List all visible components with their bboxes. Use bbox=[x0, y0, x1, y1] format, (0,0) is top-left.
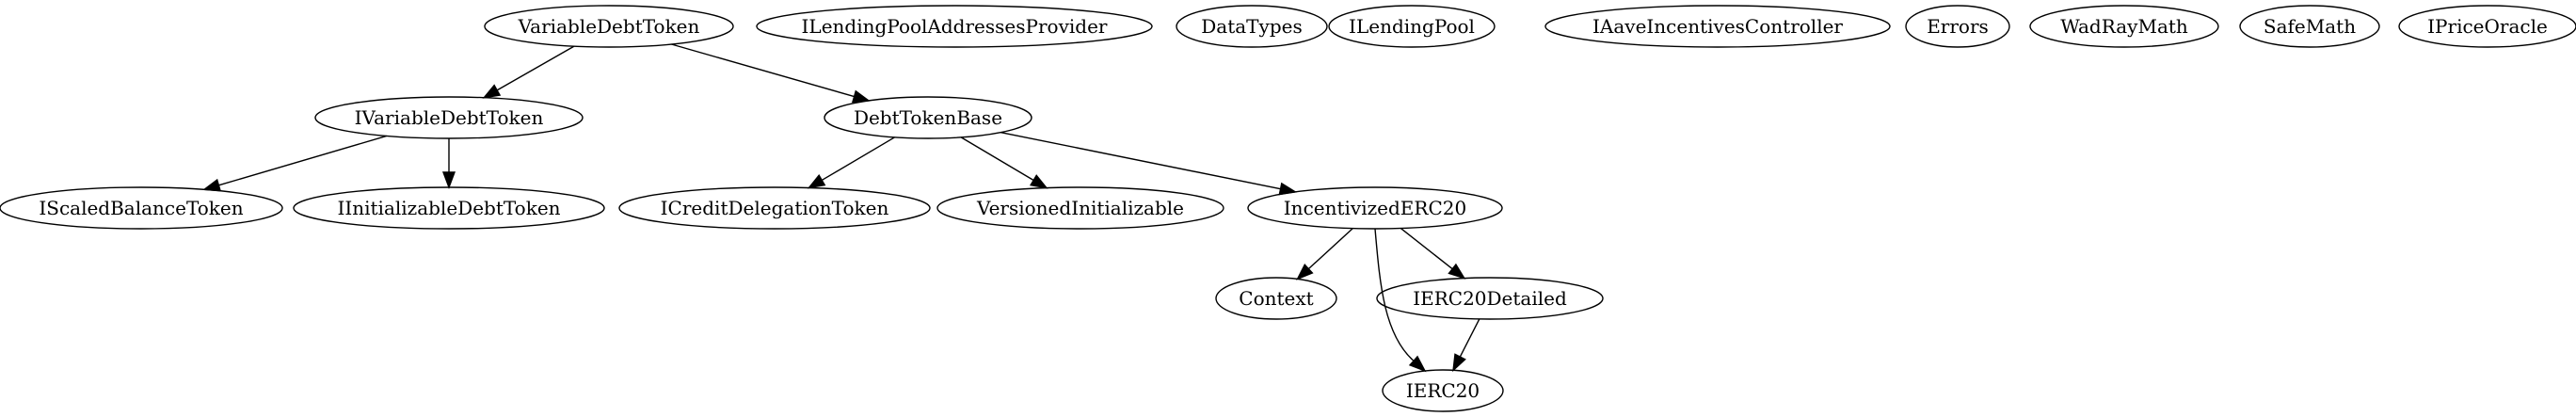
node-label: IAaveIncentivesController bbox=[1592, 15, 1843, 38]
node-ellipse bbox=[824, 96, 1032, 139]
node-ellipse bbox=[2029, 5, 2219, 48]
node-ellipse bbox=[2239, 5, 2380, 48]
node-label: DebtTokenBase bbox=[854, 106, 1002, 129]
node-ellipse bbox=[1215, 277, 1337, 320]
node-ellipse bbox=[618, 186, 931, 230]
edge-debt-token-base-to-versioned-initializable bbox=[960, 136, 1048, 189]
edge-incentivized-erc20-to-context bbox=[1296, 228, 1353, 281]
nodes-layer: VariableDebtToken ILendingPoolAddressesPr… bbox=[0, 5, 2576, 412]
node-ellipse bbox=[2398, 5, 2576, 48]
node-ellipse bbox=[484, 5, 734, 48]
node-ellipse bbox=[293, 186, 605, 230]
edge-i-variable-debt-token-to-i-initializable-debt-token bbox=[441, 138, 456, 189]
arrowhead bbox=[482, 84, 502, 99]
arrowhead bbox=[1296, 263, 1314, 281]
node-i-scaled-balance-token: IScaledBalanceToken bbox=[0, 186, 283, 230]
node-ellipse bbox=[1905, 5, 2010, 48]
edge-line bbox=[1459, 318, 1480, 358]
node-ellipse bbox=[314, 96, 584, 139]
edge-line bbox=[1000, 131, 1281, 190]
node-ellipse bbox=[1328, 5, 1496, 48]
node-i-lending-pool: ILendingPool bbox=[1328, 5, 1496, 48]
node-ellipse bbox=[0, 186, 283, 230]
node-label: WadRayMath bbox=[2060, 15, 2188, 38]
node-ierc20-detailed: IERC20Detailed bbox=[1376, 277, 1604, 320]
node-label: VariableDebtToken bbox=[518, 15, 700, 38]
node-label: Context bbox=[1239, 287, 1313, 310]
node-i-initializable-debt-token: IInitializableDebtToken bbox=[293, 186, 605, 230]
node-label: ILendingPool bbox=[1349, 15, 1475, 38]
node-wad-ray-math: WadRayMath bbox=[2029, 5, 2219, 48]
arrowhead bbox=[1029, 174, 1048, 189]
arrowhead bbox=[807, 174, 826, 189]
arrowhead bbox=[1408, 355, 1427, 373]
node-label: ICreditDelegationToken bbox=[661, 197, 889, 219]
edge-variable-debt-token-to-debt-token-base bbox=[671, 43, 871, 104]
edge-line bbox=[960, 136, 1034, 182]
node-context: Context bbox=[1215, 277, 1337, 320]
node-i-variable-debt-token: IVariableDebtToken bbox=[314, 96, 584, 139]
node-label: IVariableDebtToken bbox=[355, 106, 544, 129]
edge-line bbox=[1307, 228, 1353, 270]
arrowhead bbox=[441, 171, 456, 189]
node-ellipse bbox=[1376, 277, 1604, 320]
edge-ierc20-detailed-to-ierc20 bbox=[1452, 318, 1480, 373]
node-i-lending-pool-addresses-provider: ILendingPoolAddressesProvider bbox=[756, 5, 1153, 48]
edge-line bbox=[671, 43, 855, 98]
node-label: IERC20Detailed bbox=[1413, 287, 1567, 310]
edges-layer bbox=[202, 43, 1480, 373]
node-label: IInitializableDebtToken bbox=[337, 197, 560, 219]
node-errors: Errors bbox=[1905, 5, 2010, 48]
node-i-credit-delegation-token: ICreditDelegationToken bbox=[618, 186, 931, 230]
node-ellipse bbox=[1382, 369, 1504, 412]
node-incentivized-erc20: IncentivizedERC20 bbox=[1247, 186, 1503, 230]
edge-incentivized-erc20-to-ierc20-detailed bbox=[1400, 227, 1466, 280]
node-ellipse bbox=[756, 5, 1153, 48]
node-ellipse bbox=[1544, 5, 1891, 48]
node-label: IncentivizedERC20 bbox=[1284, 197, 1466, 219]
node-data-types: DataTypes bbox=[1176, 5, 1328, 48]
edge-line bbox=[218, 135, 387, 186]
node-i-price-oracle: IPriceOracle bbox=[2398, 5, 2576, 48]
edge-debt-token-base-to-incentivized-erc20 bbox=[1000, 131, 1298, 196]
node-label: IScaledBalanceToken bbox=[39, 197, 243, 219]
edge-line bbox=[821, 136, 895, 182]
edge-line bbox=[1400, 227, 1453, 270]
node-ellipse bbox=[1247, 186, 1503, 230]
arrowhead bbox=[1448, 263, 1466, 280]
edge-incentivized-erc20-to-ierc20 bbox=[1374, 228, 1427, 373]
node-label: DataTypes bbox=[1201, 15, 1302, 38]
arrowhead bbox=[1452, 353, 1466, 373]
node-ellipse bbox=[936, 186, 1224, 230]
node-debt-token-base: DebtTokenBase bbox=[824, 96, 1032, 139]
edge-variable-debt-token-to-i-variable-debt-token bbox=[482, 45, 575, 99]
node-label: SafeMath bbox=[2264, 15, 2356, 38]
node-label: ILendingPoolAddressesProvider bbox=[802, 15, 1108, 38]
node-safe-math: SafeMath bbox=[2239, 5, 2380, 48]
node-versioned-initializable: VersionedInitializable bbox=[936, 186, 1224, 230]
node-label: Errors bbox=[1927, 15, 1989, 38]
node-ierc20: IERC20 bbox=[1382, 369, 1504, 412]
node-label: IPriceOracle bbox=[2427, 15, 2548, 38]
edge-debt-token-base-to-i-credit-delegation-token bbox=[807, 136, 895, 189]
edge-line bbox=[1374, 228, 1415, 361]
node-ellipse bbox=[1176, 5, 1328, 48]
node-label: VersionedInitializable bbox=[976, 197, 1184, 219]
node-i-aave-incentives-controller: IAaveIncentivesController bbox=[1544, 5, 1891, 48]
node-variable-debt-token: VariableDebtToken bbox=[484, 5, 734, 48]
edge-i-variable-debt-token-to-i-scaled-balance-token bbox=[202, 135, 387, 192]
edge-line bbox=[496, 45, 575, 91]
node-label: IERC20 bbox=[1406, 379, 1480, 402]
